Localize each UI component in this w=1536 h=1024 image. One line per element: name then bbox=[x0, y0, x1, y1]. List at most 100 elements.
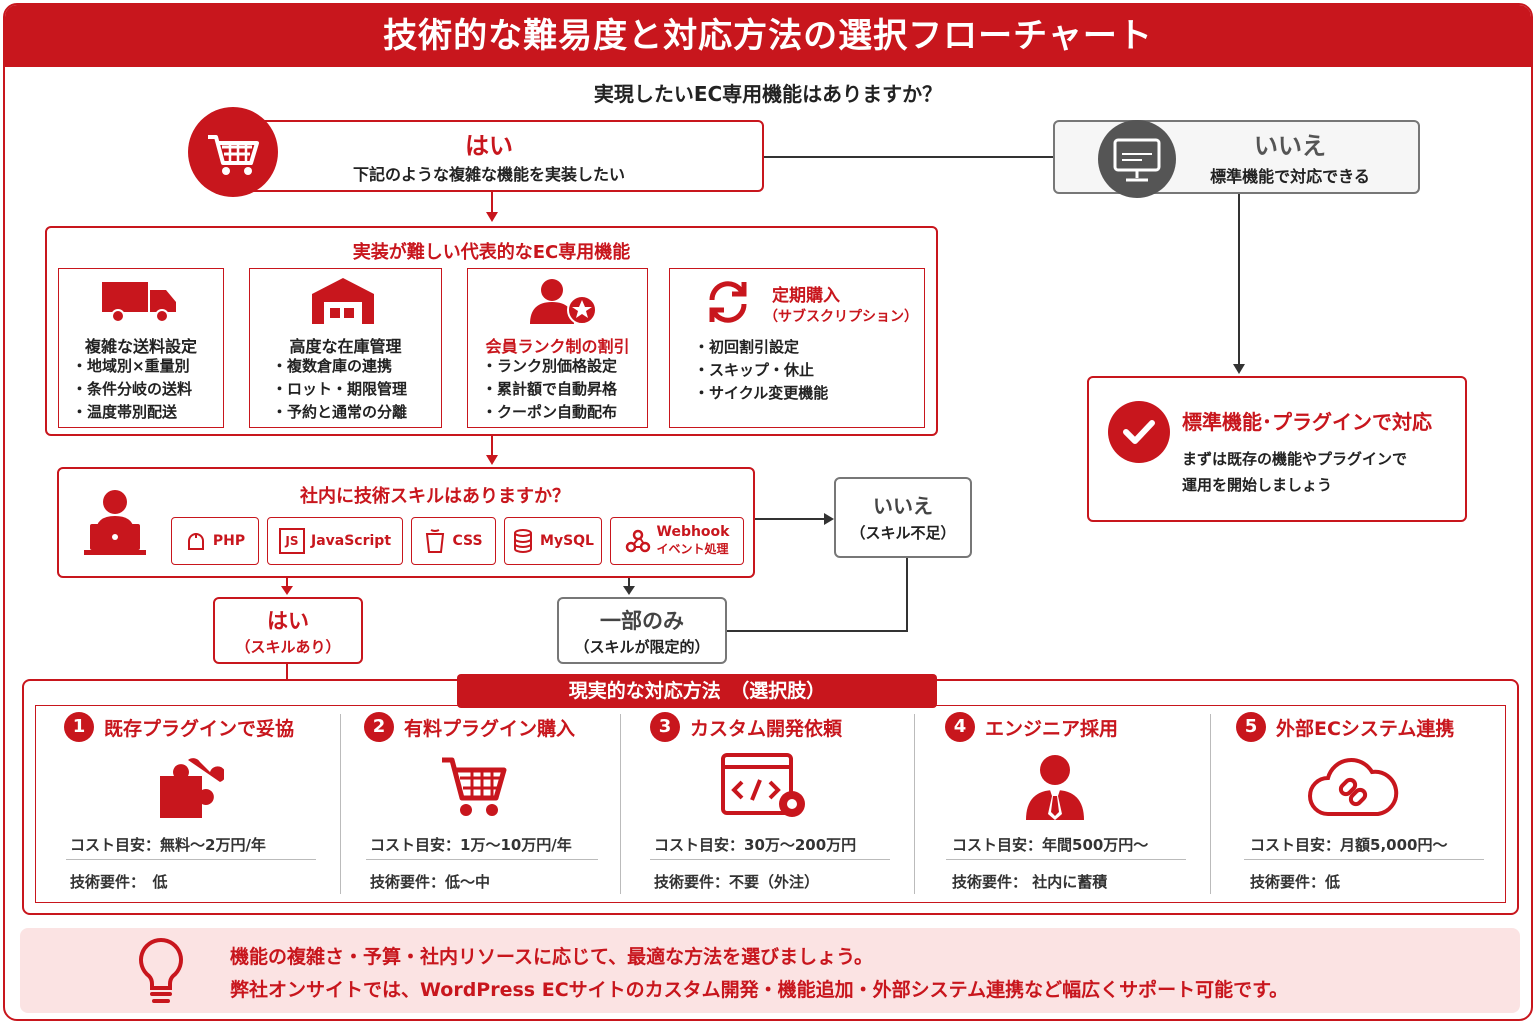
option-requirement: 技術要件：低〜中 bbox=[370, 873, 491, 891]
member-star-icon bbox=[530, 279, 597, 325]
feature-subtitle-subscription: （サブスクリプション） bbox=[764, 309, 918, 325]
connector-skill-no bbox=[755, 518, 825, 520]
feature-bullet: ・条件分岐の送料 bbox=[72, 380, 193, 398]
css-cup-icon bbox=[426, 529, 445, 553]
feature-bullet: ・初回割引設定 bbox=[694, 338, 800, 356]
check-icon bbox=[1123, 420, 1155, 444]
options-heading: 現実的な対応方法 （選択肢） bbox=[457, 674, 937, 708]
option-number: 1 bbox=[64, 712, 94, 742]
cost-underline bbox=[366, 859, 598, 860]
feature-bullet: ・ロット・期限管理 bbox=[272, 380, 408, 398]
feature-bullet: ・サイクル変更機能 bbox=[694, 384, 829, 402]
puzzle-icon bbox=[160, 758, 224, 818]
skill-no-label: いいえ bbox=[873, 494, 933, 518]
option-cost: コスト目安：無料〜2万円/年 bbox=[70, 836, 266, 854]
option-divider bbox=[340, 714, 341, 894]
skill-question: 社内に技術スキルはありますか？ bbox=[300, 486, 570, 507]
chip-css: CSS bbox=[411, 517, 496, 565]
skill-partial-sub: （スキルが限定的） bbox=[574, 638, 710, 656]
skill-no-box bbox=[834, 477, 972, 558]
skill-yes-box bbox=[213, 597, 363, 664]
connector-skill-yes bbox=[286, 578, 288, 588]
arrow-to-skill-no bbox=[824, 513, 834, 525]
truck-icon bbox=[102, 282, 176, 323]
option-title: カスタム開発依頼 bbox=[690, 717, 843, 740]
feature-bullet: ・温度帯別配送 bbox=[72, 403, 178, 421]
cost-underline bbox=[946, 859, 1186, 860]
cart-icon bbox=[442, 757, 507, 816]
option-number: 3 bbox=[650, 712, 680, 742]
standard-title: 標準機能･プラグインで対応 bbox=[1182, 410, 1432, 434]
chip-php: PHP bbox=[171, 517, 259, 565]
standard-line1: まずは既存の機能やプラグインで bbox=[1182, 450, 1408, 468]
feature-bullet: ・累計額で自動昇格 bbox=[482, 380, 618, 398]
database-icon bbox=[514, 529, 533, 553]
feature-bullet: ・予約と通常の分離 bbox=[272, 403, 408, 421]
feature-bullet: ・スキップ・休止 bbox=[694, 361, 815, 379]
chip-label: MySQL bbox=[540, 533, 594, 549]
no-label: いいえ bbox=[1254, 132, 1326, 160]
connector-yes-options bbox=[286, 664, 288, 680]
main-question: 実現したいEC専用機能はありますか？ bbox=[593, 82, 943, 106]
option-divider bbox=[914, 714, 915, 894]
option-title: 有料プラグイン購入 bbox=[404, 717, 576, 740]
monitor-icon bbox=[1113, 138, 1161, 182]
chip-sublabel: イベント処理 bbox=[656, 542, 729, 556]
feature-card-shipping bbox=[58, 268, 224, 428]
arrow-to-features bbox=[486, 212, 498, 222]
feature-title-member: 会員ランク制の割引 bbox=[485, 337, 630, 356]
option-divider bbox=[1210, 714, 1211, 894]
yes-label: はい bbox=[465, 132, 513, 160]
option-title: エンジニア採用 bbox=[985, 717, 1119, 740]
chip-mysql: MySQL bbox=[504, 517, 602, 565]
connector-features-skill bbox=[491, 436, 493, 456]
cost-underline bbox=[66, 859, 316, 860]
skill-partial-label: 一部のみ bbox=[600, 609, 684, 633]
connector-yes-features bbox=[491, 192, 493, 214]
option-title-row: 1 既存プラグインで妥協 bbox=[64, 712, 324, 742]
feature-bullet: ・地域別×重量別 bbox=[72, 357, 190, 375]
js-icon: JS bbox=[278, 528, 305, 554]
chip-label: JavaScript bbox=[310, 533, 392, 549]
skill-no-sub: （スキル不足） bbox=[850, 524, 956, 542]
option-requirement: 技術要件：不要（外注） bbox=[654, 873, 820, 891]
option-number: 5 bbox=[1236, 712, 1266, 742]
option-requirement: 技術要件： 低 bbox=[70, 873, 168, 891]
chip-label: PHP bbox=[212, 533, 246, 549]
arrow-to-skill-yes bbox=[281, 586, 293, 595]
elephant-icon bbox=[187, 533, 204, 550]
option-number: 4 bbox=[945, 712, 975, 742]
refresh-icon bbox=[709, 281, 747, 323]
option-title: 既存プラグインで妥協 bbox=[104, 717, 295, 740]
option-title-row: 2 有料プラグイン購入 bbox=[364, 712, 604, 742]
chip-javascript: JS JavaScript bbox=[267, 517, 403, 565]
option-cost: コスト目安：月額5,000円〜 bbox=[1250, 836, 1448, 854]
flowchart-frame: 技術的な難易度と対応方法の選択フローチャート bbox=[3, 3, 1533, 1021]
developer-laptop-icon bbox=[84, 490, 146, 555]
connector-no-standard bbox=[1238, 194, 1240, 366]
lightbulb-icon bbox=[139, 937, 183, 1003]
options-inner bbox=[35, 705, 1506, 903]
connector-no-partial bbox=[906, 558, 908, 632]
feature-card-member bbox=[467, 268, 648, 428]
feature-bullet: ・ランク別価格設定 bbox=[482, 357, 618, 375]
option-requirement: 技術要件： 社内に蓄積 bbox=[952, 873, 1108, 891]
warehouse-icon bbox=[312, 278, 374, 324]
option-cost: コスト目安：年間500万円〜 bbox=[952, 836, 1149, 854]
engineer-icon bbox=[1026, 755, 1084, 820]
option-number: 2 bbox=[364, 712, 394, 742]
option-cost: コスト目安：1万〜10万円/年 bbox=[370, 836, 572, 854]
cart-icon bbox=[208, 135, 259, 175]
yes-box bbox=[214, 120, 764, 192]
feature-card-subscription bbox=[669, 268, 925, 428]
footer-line2: 弊社オンサイトでは、WordPress ECサイトのカスタム開発・機能追加・外部… bbox=[230, 979, 1289, 1001]
skill-partial-box bbox=[557, 597, 727, 664]
cloud-link-icon bbox=[1308, 758, 1399, 816]
option-card: 3 カスタム開発依頼 bbox=[650, 712, 900, 892]
footer-banner bbox=[20, 928, 1520, 1013]
option-card: 1 既存プラグインで妥協 bbox=[64, 712, 324, 892]
standard-line2: 運用を開始しましょう bbox=[1182, 476, 1333, 494]
feature-card-inventory bbox=[249, 268, 442, 428]
cost-underline bbox=[650, 859, 890, 860]
feature-bullet: ・複数倉庫の連携 bbox=[272, 357, 393, 375]
